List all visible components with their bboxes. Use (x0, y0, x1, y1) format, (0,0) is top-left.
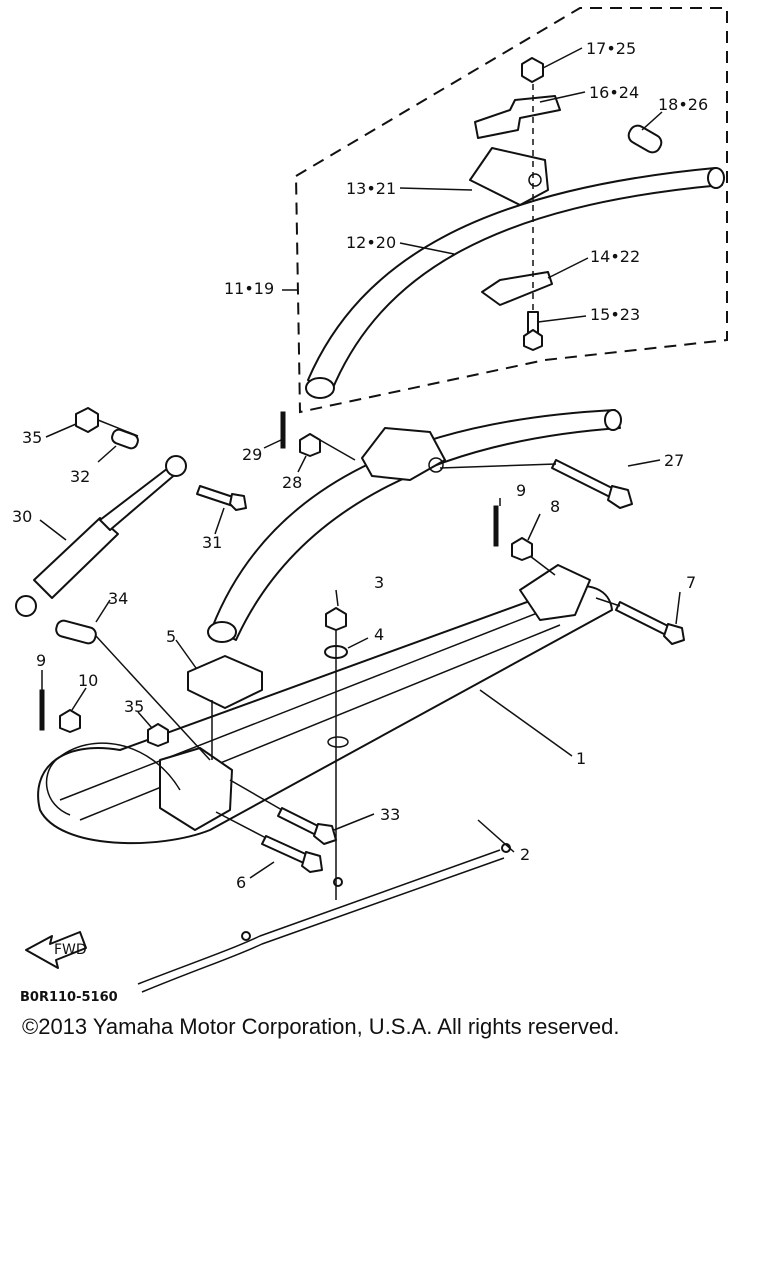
part-label-30: 30 (12, 507, 32, 526)
cotter-pin-9-left (39, 689, 45, 731)
part-label-1: 1 (576, 749, 586, 768)
part-label-6: 6 (236, 873, 246, 892)
part-label-10: 10 (78, 671, 98, 690)
part-label-9-right: 9 (516, 481, 526, 500)
leaf-spring-upper (305, 124, 725, 399)
bolt-31 (196, 485, 247, 511)
part-label-34: 34 (108, 589, 128, 608)
part-label-12-20: 12•20 (346, 233, 396, 252)
ski-handle (45, 742, 181, 816)
ski (37, 564, 613, 845)
nut-top (521, 57, 544, 83)
bolt-7 (615, 601, 685, 645)
part-label-33: 33 (380, 805, 400, 824)
part-label-11-19: 11•19 (224, 279, 274, 298)
forward-arrow-label: FWD (54, 942, 87, 958)
part-label-28: 28 (282, 473, 302, 492)
leaf-spring-installed (207, 409, 622, 643)
cotter-pin-29 (280, 411, 286, 449)
nut-3 (325, 607, 347, 631)
leaf-spring-subassembly-boundary (294, 7, 728, 414)
part-label-16-24: 16•24 (589, 83, 639, 102)
nut-8 (511, 537, 533, 561)
figure-code: B0R110-5160 (20, 990, 118, 1005)
nut-28 (299, 433, 321, 457)
part-label-5: 5 (166, 627, 176, 646)
part-label-32: 32 (70, 467, 90, 486)
ski-assembly-diagram: FWD 17•25 16•24 18•26 13•21 (12, 7, 728, 993)
part-label-17-25: 17•25 (586, 39, 636, 58)
nut-35-lower (147, 723, 169, 747)
part-label-35-upper: 35 (22, 428, 42, 447)
part-label-7: 7 (686, 573, 696, 592)
part-label-35-lower: 35 (124, 697, 144, 716)
copyright-notice: ©2013 Yamaha Motor Corporation, U.S.A. A… (22, 1014, 620, 1039)
part-label-31: 31 (202, 533, 222, 552)
assembly-lines (95, 419, 621, 900)
spring-seat (187, 655, 263, 709)
part-label-27: 27 (664, 451, 684, 470)
wear-bar (137, 843, 511, 993)
bolt-33 (277, 807, 337, 845)
part-label-4: 4 (374, 625, 384, 644)
nut-35-upper (75, 407, 99, 433)
part-label-14-22: 14•22 (590, 247, 640, 266)
part-label-15-23: 15•23 (590, 305, 640, 324)
bolt-clamp (523, 311, 543, 351)
spring-clamp-top (469, 147, 549, 206)
part-label-18-26: 18•26 (658, 95, 708, 114)
part-label-2: 2 (520, 845, 530, 864)
shock-absorber (15, 455, 187, 617)
collar-34 (55, 619, 97, 645)
spring-clamp-lower (481, 271, 553, 306)
part-label-3: 3 (374, 573, 384, 592)
spring-clamp-plate (474, 95, 561, 139)
forward-arrow-icon: FWD (25, 931, 87, 969)
bolt-6 (261, 835, 323, 873)
part-label-29: 29 (242, 445, 262, 464)
part-label-8: 8 (550, 497, 560, 516)
nut-10 (59, 709, 81, 733)
part-label-13-21: 13•21 (346, 179, 396, 198)
cotter-pin-9-right (493, 505, 499, 547)
leader-lines (39, 47, 681, 879)
part-label-9-left: 9 (36, 651, 46, 670)
bolt-27 (551, 459, 633, 509)
